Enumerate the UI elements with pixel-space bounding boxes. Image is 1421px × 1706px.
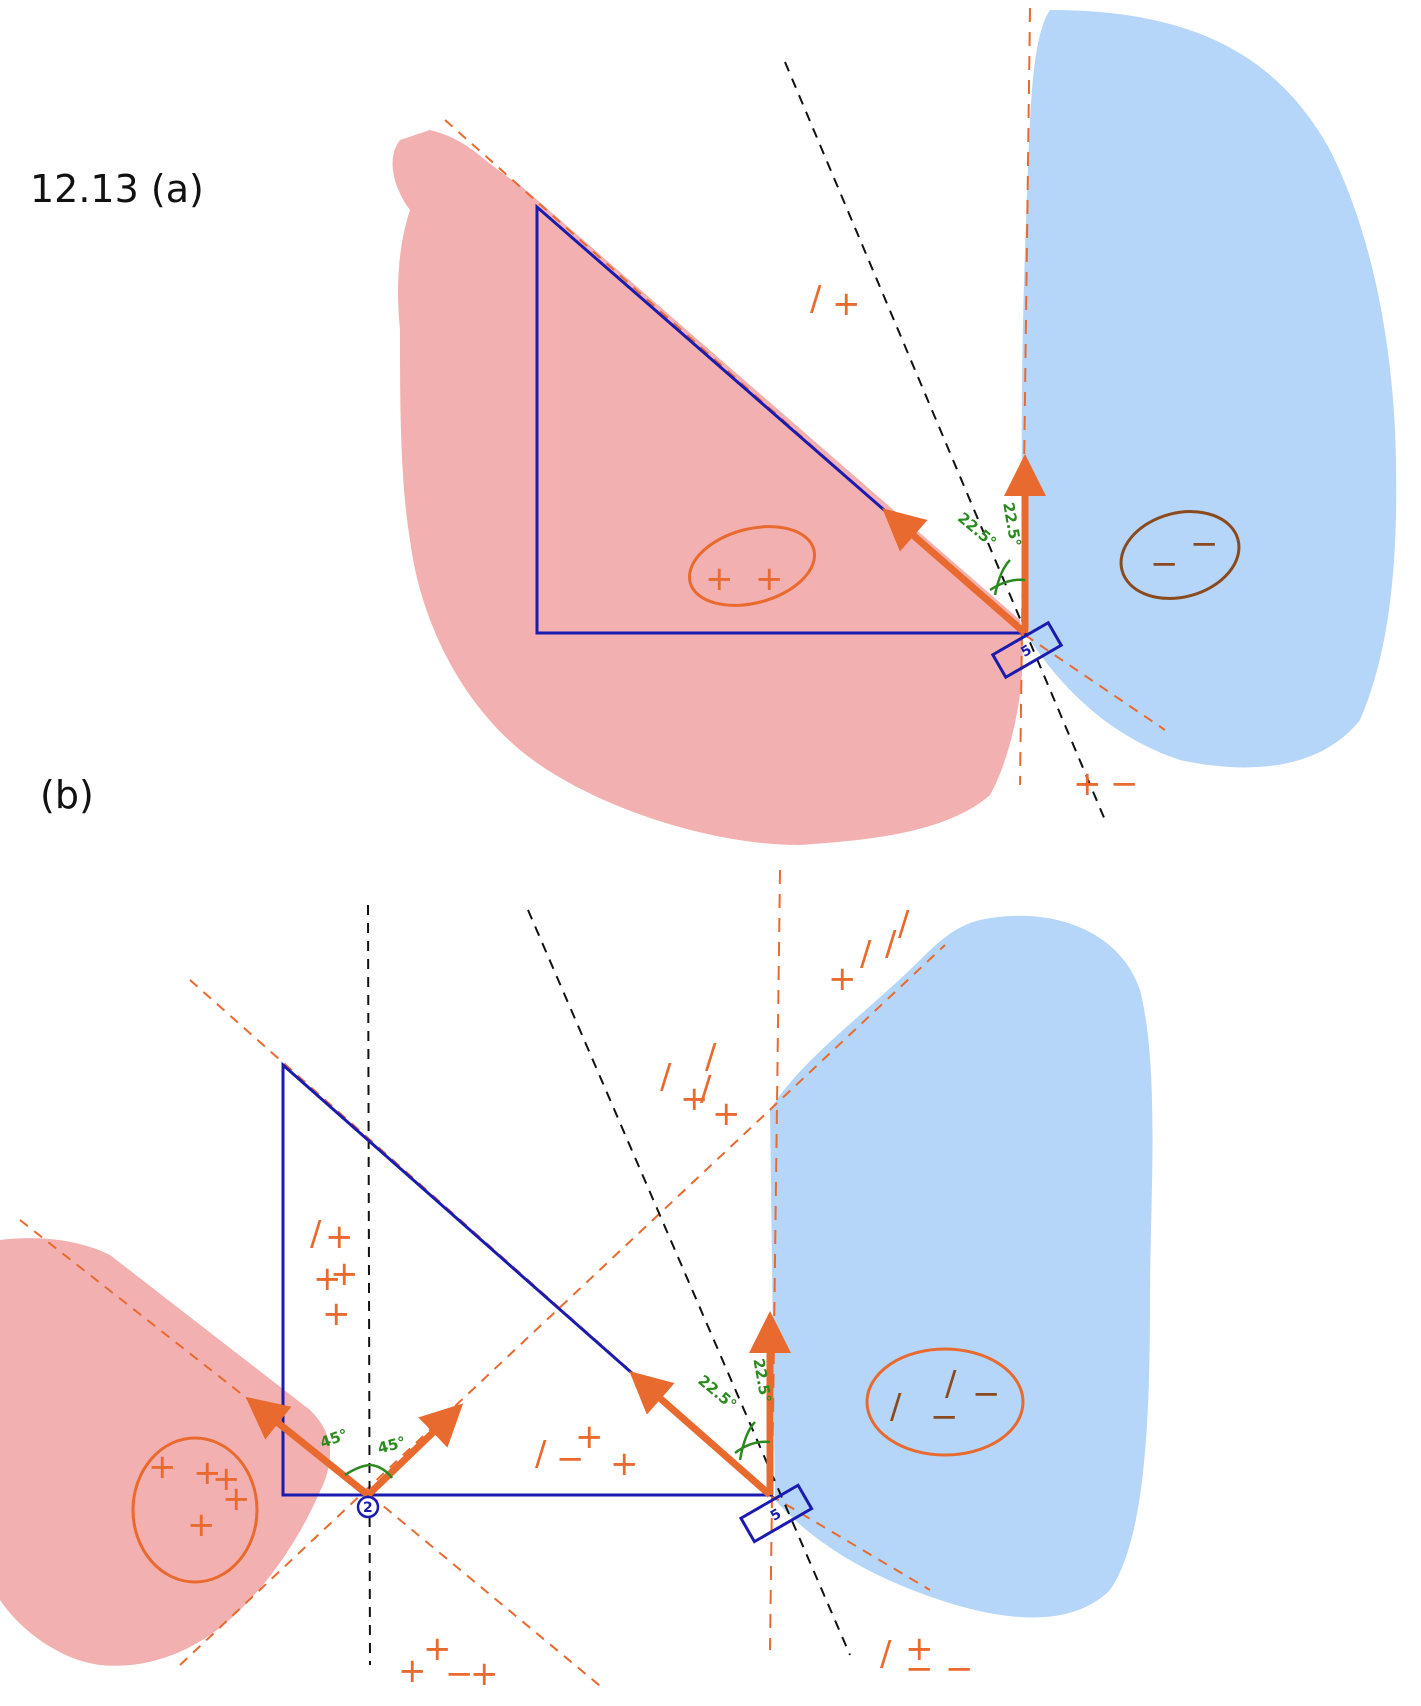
negative-charge-ellipse-a	[1119, 510, 1241, 600]
dashed-vertical-left-b	[367, 904, 371, 1666]
charge-b-topright-2: /	[860, 934, 872, 974]
arrow-diagonal-a	[882, 508, 1028, 636]
dashed-bisector-a	[784, 61, 1106, 821]
node-label-b-left: 2	[363, 1500, 373, 1516]
charge-a-lower-1: +	[1073, 764, 1102, 804]
charge-b-topmid-2: /	[705, 1037, 717, 1077]
triangle-a	[535, 203, 1029, 635]
dashed-vertical-a	[1019, 7, 1031, 786]
charge-b-lowermid-2: −	[556, 1439, 585, 1479]
charge-b-right-3: −	[972, 1374, 1001, 1414]
panel-b-label: (b)	[40, 773, 94, 817]
triangle-b	[281, 1061, 774, 1497]
charge-b-topmid-1: /	[660, 1057, 672, 1097]
charge-b-right-1: /	[890, 1387, 902, 1427]
charge-a-neg-2: −	[1190, 524, 1219, 564]
charge-b-topright-4: /	[898, 904, 910, 944]
charge-b-topright-3: /	[885, 924, 897, 964]
angle-arc-b-right-2	[738, 1421, 756, 1461]
charge-b-bottomright-3: −	[905, 1649, 934, 1689]
node-label-b-right: 5	[768, 1506, 784, 1525]
charge-b-topmid-5: /	[700, 1069, 712, 1109]
charge-b-tri-3: +	[313, 1259, 342, 1299]
charge-b-topmid-3: +	[680, 1079, 709, 1119]
panel-a-label: 12.13 (a)	[30, 167, 204, 211]
angle-label-b-left-2: 45°	[376, 1433, 408, 1458]
arrow-right-b	[365, 1403, 464, 1498]
charge-b-lowermid-3: +	[575, 1417, 604, 1457]
charge-b-topmid-4: +	[712, 1094, 741, 1134]
node-rect-a	[990, 620, 1064, 680]
dashed-hypotenuse-extension-a	[444, 119, 1026, 636]
panel-b: (b) 45° 45° 22.5° 22.5° 2	[0, 773, 1153, 1694]
charge-b-tri-1: /	[310, 1214, 322, 1254]
angle-label-a-right: 22.5°	[999, 501, 1024, 548]
node-rect-b	[738, 1483, 814, 1544]
charge-b-bottomleft-2: +	[423, 1629, 452, 1669]
negative-region-a	[1021, 10, 1397, 768]
charge-b-tri-2: +	[325, 1217, 354, 1257]
charge-a-pos-1: +	[705, 559, 734, 599]
charge-b-topright-1: +	[828, 959, 857, 999]
charge-b-bottomright-2: +	[905, 1629, 934, 1669]
charge-b-bottomleft-1: +	[398, 1651, 427, 1691]
arrow-left-b	[245, 1396, 371, 1498]
angle-label-b-right-1: 22.5°	[694, 1371, 740, 1413]
charge-b-right-4: −	[930, 1397, 959, 1437]
negative-region-b	[770, 915, 1153, 1618]
charge-a-upper-2: +	[832, 284, 861, 324]
angle-arc-a-2	[993, 559, 1011, 596]
positive-region-a	[392, 130, 1023, 845]
dashed-bisector-b	[527, 909, 851, 1656]
angle-arc-b-left-1	[344, 1463, 373, 1477]
negative-charge-ellipse-b	[865, 1347, 1025, 1457]
charge-b-bottomleft-4: +	[470, 1654, 499, 1694]
angle-arc-b-right-1	[734, 1440, 771, 1454]
charge-b-tri-4: +	[330, 1254, 359, 1294]
charge-b-tri-5: +	[322, 1294, 351, 1334]
dashed-vertical-b	[769, 869, 781, 1651]
charge-a-upper-1: /	[810, 279, 822, 319]
positive-region-b	[0, 1238, 330, 1666]
dashed-lower-right-b	[769, 1494, 931, 1591]
charge-b-right-2: /	[945, 1364, 957, 1404]
charge-b-bottomright-4: −	[945, 1649, 974, 1689]
charge-b-left-3: +	[222, 1479, 251, 1519]
dashed-left-upper-b	[19, 1219, 371, 1496]
charge-b-lowermid-4: +	[610, 1444, 639, 1484]
arrow-diagonal-b	[629, 1371, 773, 1498]
charge-b-lowermid-1: /	[535, 1434, 547, 1474]
charge-b-bottomleft-3: −	[445, 1654, 474, 1694]
angle-arc-a-1	[989, 578, 1026, 592]
charge-a-pos-2: +	[755, 559, 784, 599]
charge-b-bottomright-1: /	[880, 1634, 892, 1674]
charge-a-lower-2: −	[1110, 764, 1139, 804]
positive-charge-ellipse-a	[687, 525, 817, 607]
charge-b-left-5: +	[212, 1459, 241, 1499]
charge-b-left-1: +	[148, 1447, 177, 1487]
charge-b-left-4: +	[187, 1505, 216, 1545]
positive-charge-ellipse-b	[131, 1436, 259, 1584]
charge-b-left-2: +	[193, 1453, 222, 1493]
angle-arc-b-left-2	[371, 1463, 394, 1479]
dashed-left-lower-b	[369, 1494, 606, 1691]
dashed-45-diagonal-b	[179, 944, 946, 1666]
charge-a-neg-1: −	[1150, 544, 1179, 584]
panel-a: 12.13 (a) 22.5° 22.5° 5 + + − − /	[30, 7, 1397, 845]
node-circle-b	[356, 1495, 380, 1519]
